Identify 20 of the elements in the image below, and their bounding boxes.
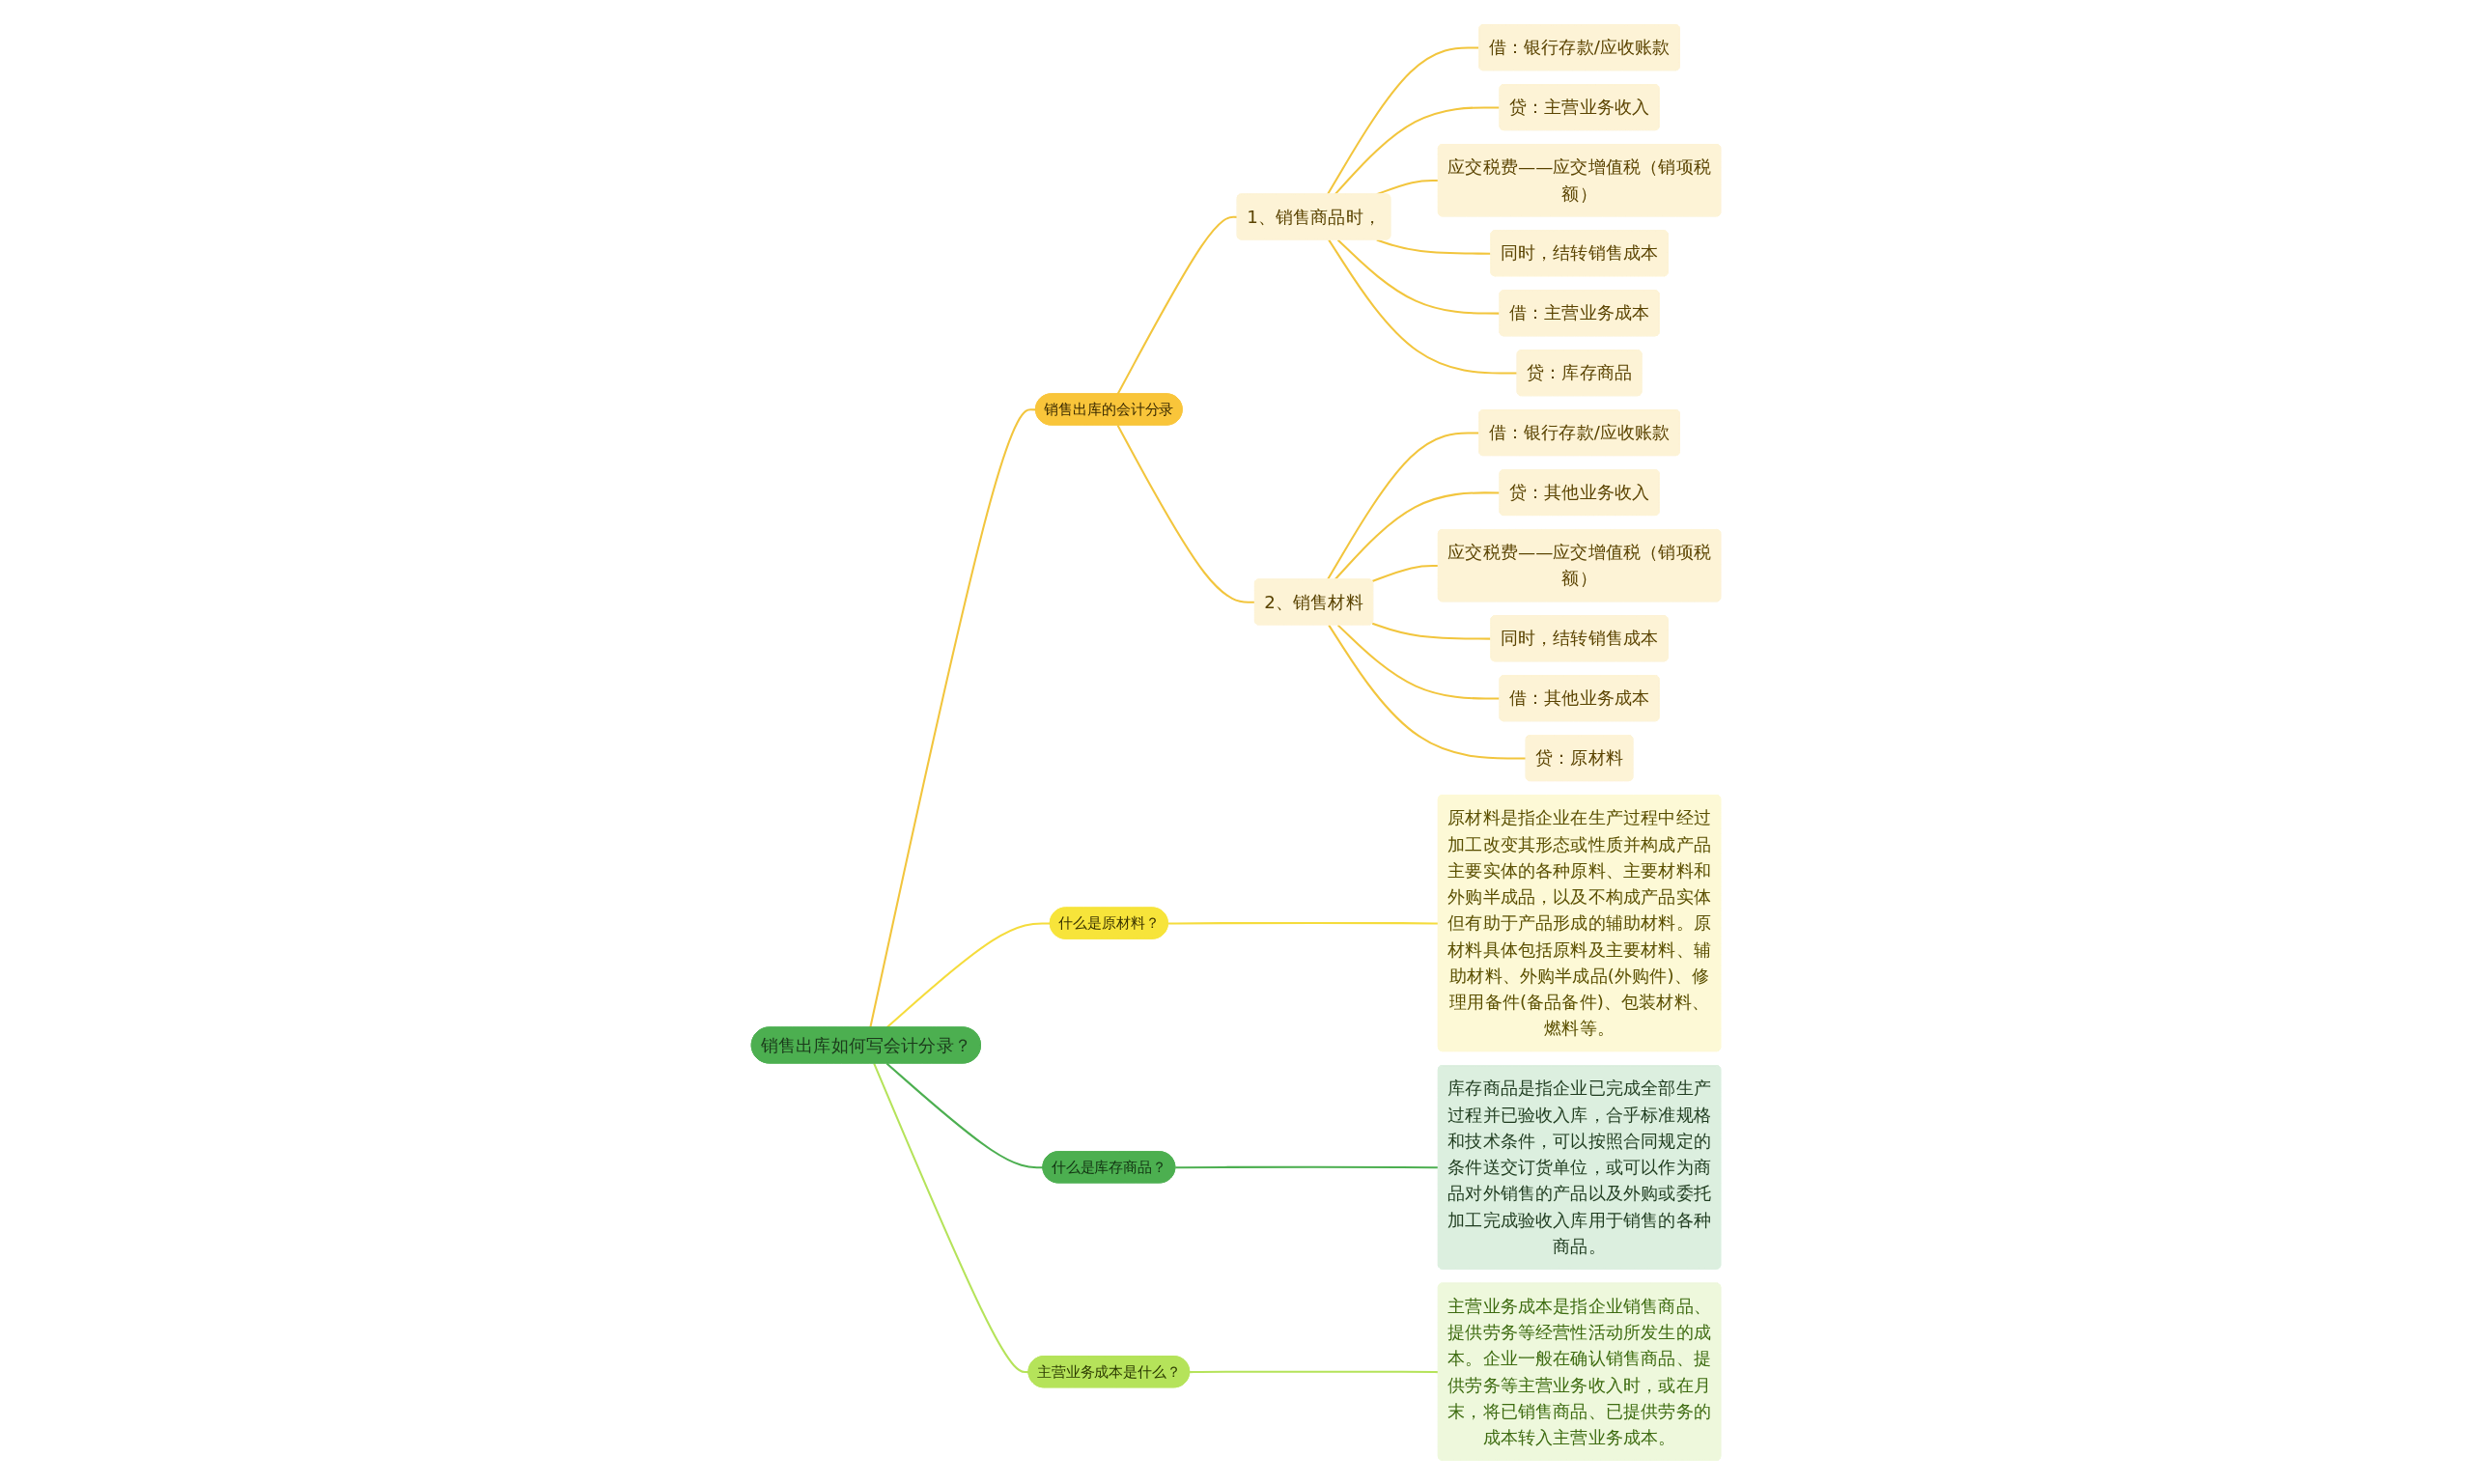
- connector: [1175, 1165, 1439, 1168]
- connector: [1371, 564, 1439, 582]
- connector: [1167, 921, 1439, 925]
- connector: [1327, 431, 1480, 580]
- connector: [1116, 424, 1255, 603]
- connector: [1190, 1370, 1439, 1373]
- connector: [1336, 624, 1501, 700]
- connector: [1116, 215, 1238, 395]
- connector: [1371, 622, 1492, 640]
- connector: [873, 1062, 1029, 1373]
- connector: [1328, 238, 1518, 375]
- connector: [1328, 624, 1527, 760]
- connector: [869, 407, 1036, 1027]
- connector: [1327, 45, 1480, 195]
- connector: [1334, 105, 1501, 195]
- connector: [885, 921, 1051, 1028]
- connector: [1334, 490, 1501, 580]
- connector: [1336, 238, 1501, 315]
- connector: [885, 1062, 1044, 1168]
- connector: [1376, 238, 1492, 255]
